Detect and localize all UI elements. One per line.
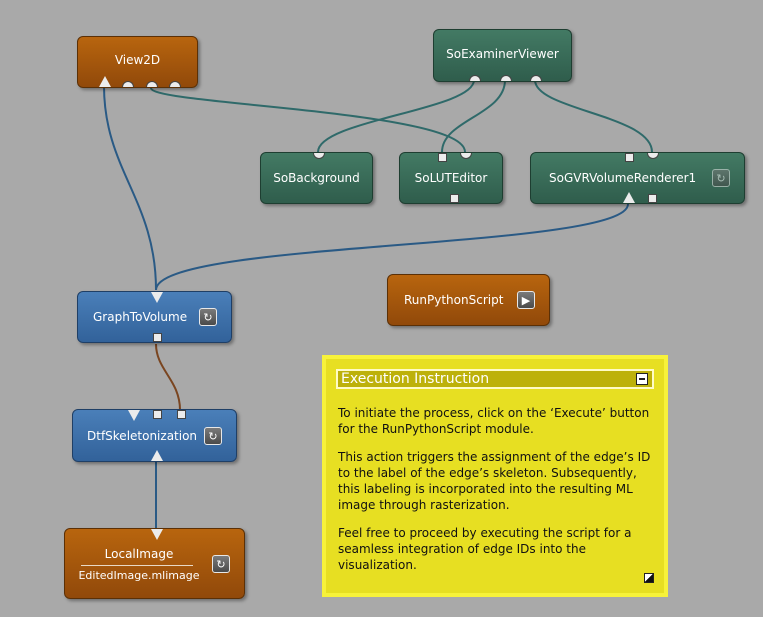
resize-handle-icon[interactable] [644,573,654,583]
refresh-icon: ↻ [208,429,218,443]
module-so-gvr-volume-renderer[interactable]: SoGVRVolumeRenderer1 ↻ [530,152,745,204]
module-run-python-script[interactable]: RunPythonScript ▶ [387,274,550,326]
output-port-circle[interactable] [169,81,181,87]
note-paragraph: Feel free to proceed by executing the sc… [338,526,632,572]
output-port-circle[interactable] [313,153,325,159]
input-port-triangle[interactable] [151,292,163,303]
input-port-square[interactable] [177,410,186,419]
module-so-background[interactable]: SoBackground [260,152,373,204]
play-icon: ▶ [521,293,531,307]
wire-view2d-to-luteditor[interactable] [150,87,466,153]
input-port-square[interactable] [153,410,162,419]
module-dtf-skeletonization[interactable]: DtfSkeletonization ↻ [72,409,237,462]
module-label: LocalImage [104,547,174,561]
input-port-triangle[interactable] [623,192,635,203]
input-port-circle[interactable] [530,75,542,81]
label-separator [81,565,193,566]
refresh-button[interactable]: ↻ [212,555,230,573]
module-label: View2D [114,53,161,67]
input-port-triangle[interactable] [128,410,140,421]
output-port-triangle[interactable] [151,529,163,540]
module-so-examiner-viewer[interactable]: SoExaminerViewer [433,29,572,82]
refresh-icon: ↻ [203,310,213,324]
refresh-button[interactable]: ↻ [204,427,222,445]
module-label: GraphToVolume [93,310,188,324]
module-so-lut-editor[interactable]: SoLUTEditor [399,152,503,204]
execute-button[interactable]: ▶ [517,291,535,309]
wire-examiner-to-volumerenderer[interactable] [534,79,653,153]
module-view2d[interactable]: View2D [77,36,198,88]
note-paragraph: To initiate the process, click on the ‘E… [338,406,650,436]
refresh-icon: ↻ [716,171,726,185]
output-port-circle[interactable] [460,153,472,159]
input-port-circle[interactable] [469,75,481,81]
refresh-button[interactable]: ↻ [712,169,730,187]
refresh-icon: ↻ [216,557,226,571]
module-label: DtfSkeletonization [87,428,198,443]
output-port-triangle[interactable] [151,450,163,461]
wire-view2d-to-graphtovolume[interactable] [103,85,157,291]
module-label: SoLUTEditor [414,171,488,185]
output-port-circle[interactable] [647,153,659,159]
module-graph-to-volume[interactable]: GraphToVolume ↻ [77,291,232,343]
input-port-square[interactable] [625,153,634,162]
module-local-image[interactable]: LocalImage EditedImage.mlimage ↻ [64,528,245,599]
module-sublabel: EditedImage.mlimage [78,569,200,582]
wire-examiner-to-background[interactable] [317,79,475,153]
wire-graphtovolume-to-skeletonization[interactable] [155,343,181,411]
note-title-bar[interactable]: Execution Instruction [336,369,654,389]
input-port-square[interactable] [438,153,447,162]
note-paragraph: This action triggers the assignment of t… [338,450,651,512]
output-port-circle[interactable] [122,81,134,87]
output-port-circle[interactable] [146,81,158,87]
collapse-icon[interactable] [636,373,648,385]
module-label: SoBackground [273,171,360,185]
wire-examiner-to-luteditor[interactable] [441,79,506,153]
module-label: RunPythonScript [404,293,504,307]
output-port-square[interactable] [648,194,657,203]
execution-instruction-note[interactable]: Execution Instruction To initiate the pr… [322,355,668,597]
note-title: Execution Instruction [341,371,490,387]
wire-volumerenderer-to-graphtovolume[interactable] [155,203,629,291]
input-port-triangle[interactable] [99,76,111,87]
module-label: SoGVRVolumeRenderer1 [549,171,697,185]
output-port-square[interactable] [153,333,162,342]
output-port-square[interactable] [450,194,459,203]
input-port-circle[interactable] [500,75,512,81]
module-label: SoExaminerViewer [446,46,559,61]
refresh-button[interactable]: ↻ [199,308,217,326]
